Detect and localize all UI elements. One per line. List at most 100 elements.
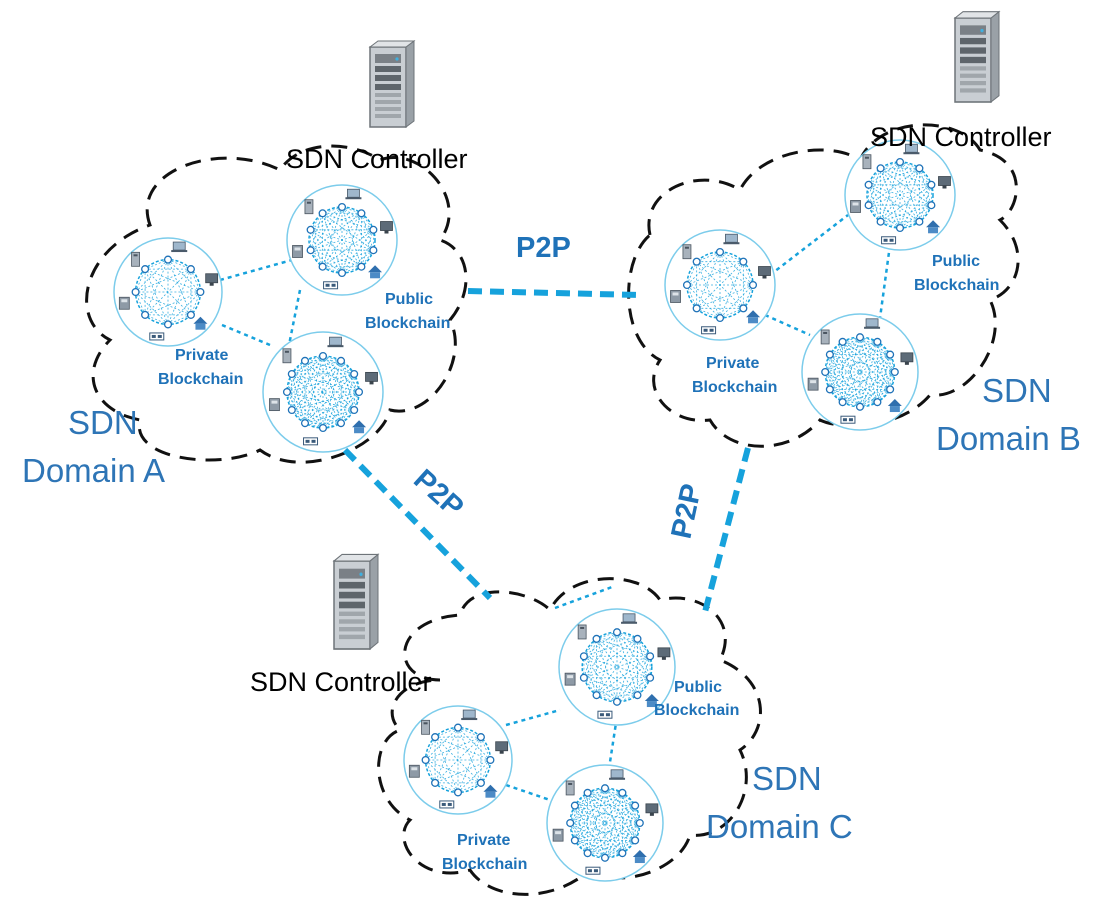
lock-node-icon bbox=[583, 849, 592, 858]
laptop-icon bbox=[864, 318, 881, 329]
lock-node-icon bbox=[369, 246, 378, 255]
house-icon bbox=[193, 316, 208, 330]
camera-icon bbox=[149, 332, 165, 341]
lock-node-icon bbox=[336, 356, 346, 365]
laptop-icon bbox=[327, 336, 344, 348]
lock-node-icon bbox=[318, 209, 327, 218]
domain-c-controller-label: SDN Controller bbox=[250, 667, 432, 697]
camera-icon bbox=[840, 415, 856, 424]
domain-b-large-blockchain bbox=[801, 313, 919, 431]
lock-node-icon bbox=[821, 367, 830, 377]
lock-node-icon bbox=[895, 157, 905, 167]
lock-node-icon bbox=[838, 398, 847, 407]
lock-node-icon bbox=[357, 262, 366, 271]
printer-icon bbox=[552, 828, 564, 842]
lock-node-icon bbox=[876, 164, 885, 173]
camera-icon bbox=[439, 800, 455, 809]
domain-a-private-label-1: Private bbox=[175, 347, 228, 364]
camera-icon bbox=[303, 437, 319, 446]
domain-c-public-label-1: Public bbox=[674, 679, 722, 696]
domain-b-name-label: Domain B bbox=[936, 420, 1081, 457]
monitor-icon bbox=[900, 352, 914, 365]
lock-node-icon bbox=[592, 634, 601, 643]
monitor-icon bbox=[645, 803, 659, 816]
camera-icon bbox=[323, 281, 339, 290]
laptop-icon bbox=[621, 613, 638, 624]
domain-a-cloud bbox=[85, 144, 468, 464]
lock-node-icon bbox=[570, 801, 579, 810]
monitor-icon bbox=[495, 741, 509, 754]
house-icon bbox=[887, 399, 902, 413]
lock-node-icon bbox=[886, 350, 895, 359]
lock-node-icon bbox=[579, 652, 588, 661]
lock-node-icon bbox=[453, 788, 463, 797]
p2p-link-b-c bbox=[702, 447, 751, 613]
lock-node-icon bbox=[163, 320, 173, 329]
lock-node-icon bbox=[855, 402, 865, 411]
lock-node-icon bbox=[486, 755, 495, 765]
domain-b-large-blockchain-outer-ring bbox=[801, 313, 919, 431]
domain-c-large-blockchain-mesh bbox=[569, 787, 641, 859]
p2p-label-b-c: P2P bbox=[666, 481, 709, 541]
lock-node-icon bbox=[131, 287, 140, 297]
lock-node-icon bbox=[612, 628, 622, 637]
domain-a-private-blockchain bbox=[113, 237, 223, 347]
house-icon bbox=[644, 694, 659, 708]
house-icon bbox=[483, 784, 498, 798]
tower-icon bbox=[421, 719, 430, 735]
lock-node-icon bbox=[646, 652, 655, 661]
domain-b-public-label-1: Public bbox=[932, 253, 980, 270]
lock-node-icon bbox=[196, 287, 205, 297]
laptop-icon bbox=[903, 143, 920, 155]
domain-b-cloud bbox=[627, 123, 1020, 448]
lock-node-icon bbox=[646, 673, 655, 682]
domain-a-large-blockchain bbox=[262, 331, 384, 453]
lock-node-icon bbox=[318, 351, 328, 361]
domain-c-public-blockchain-outer-ring bbox=[558, 608, 676, 726]
lock-node-icon bbox=[300, 356, 310, 365]
lock-node-icon bbox=[583, 788, 592, 797]
domain-c-server-icon bbox=[333, 553, 379, 650]
lock-node-icon bbox=[692, 257, 701, 266]
printer-icon bbox=[292, 245, 303, 258]
domain-b-private-label-1: Private bbox=[706, 355, 759, 372]
domain-c-large-blockchain bbox=[546, 764, 664, 882]
printer-icon bbox=[564, 672, 576, 686]
laptop-icon bbox=[345, 188, 362, 200]
camera-icon bbox=[881, 236, 897, 245]
domain-a-server-icon bbox=[369, 40, 415, 128]
lock-node-icon bbox=[350, 369, 359, 379]
printer-icon bbox=[269, 398, 280, 412]
lock-node-icon bbox=[431, 733, 440, 742]
domain-a-private-label-2: Blockchain bbox=[158, 371, 243, 388]
lock-node-icon bbox=[890, 367, 899, 377]
lock-node-icon bbox=[927, 180, 936, 189]
lock-node-icon bbox=[282, 387, 292, 397]
lock-node-icon bbox=[873, 337, 882, 346]
lock-node-icon bbox=[476, 778, 485, 787]
lock-node-icon bbox=[141, 310, 150, 319]
monitor-icon bbox=[205, 273, 219, 286]
lock-node-icon bbox=[357, 209, 366, 218]
lock-node-icon bbox=[570, 836, 579, 845]
lock-node-icon bbox=[579, 673, 588, 682]
lock-node-icon bbox=[306, 225, 315, 234]
domain-a-public-blockchain bbox=[286, 184, 398, 296]
domain-c-private-label-1: Private bbox=[457, 832, 510, 849]
printer-icon bbox=[670, 290, 681, 303]
tower-icon bbox=[820, 329, 830, 345]
domain-a-public-label-1: Public bbox=[385, 291, 433, 308]
lock-node-icon bbox=[876, 217, 885, 226]
lock-node-icon bbox=[915, 164, 924, 173]
domain-c-private-label-2: Blockchain bbox=[442, 856, 527, 873]
lock-node-icon bbox=[915, 217, 924, 226]
intra-links bbox=[219, 214, 892, 802]
lock-node-icon bbox=[825, 350, 834, 359]
lock-node-icon bbox=[927, 201, 936, 210]
p2p-link-a-b bbox=[467, 288, 641, 298]
lock-node-icon bbox=[682, 280, 692, 290]
monitor-icon bbox=[365, 371, 378, 385]
lock-node-icon bbox=[715, 313, 725, 323]
house-icon bbox=[746, 310, 761, 324]
lock-node-icon bbox=[895, 223, 905, 233]
